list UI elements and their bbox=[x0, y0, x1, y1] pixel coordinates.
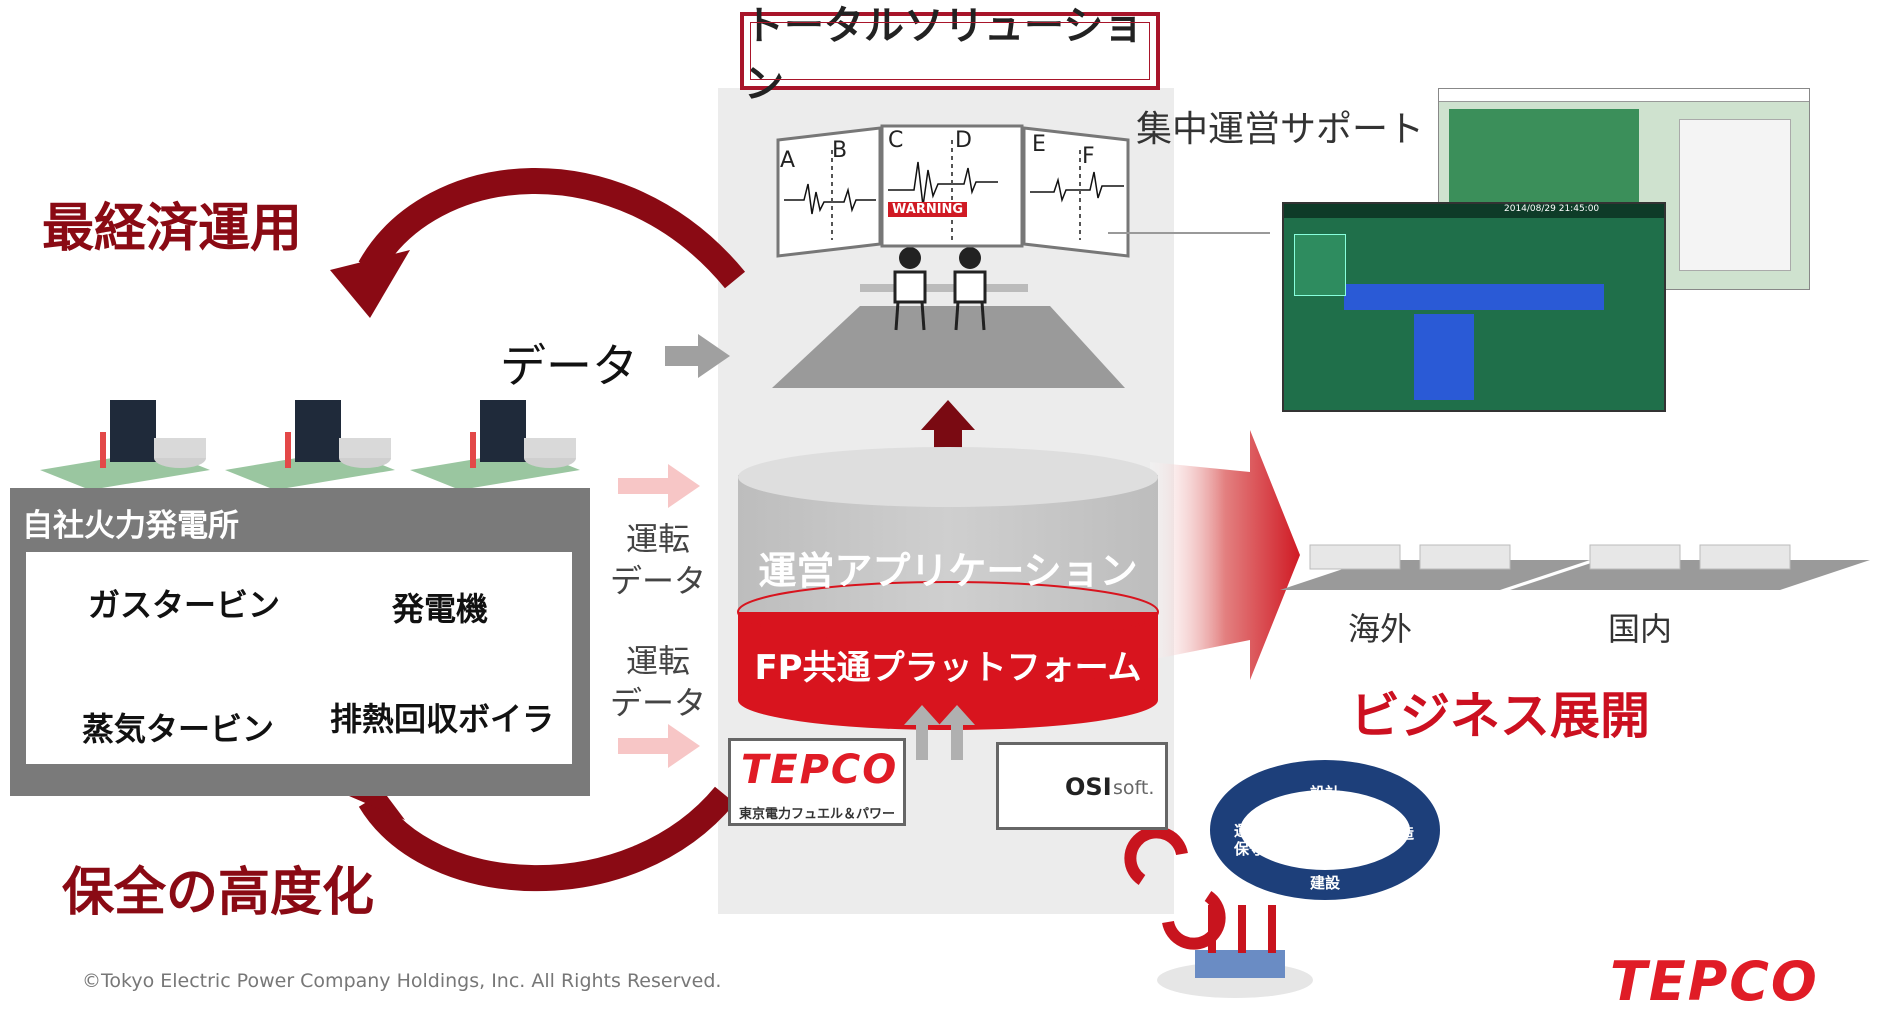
process-panel-left bbox=[1294, 234, 1346, 296]
operation-data-label-1: 運転 データ bbox=[610, 518, 706, 602]
thermal-plant-title: 自社火力発電所 bbox=[22, 508, 239, 544]
plant-icons bbox=[40, 400, 580, 490]
operation-data-arrow-2 bbox=[618, 724, 700, 768]
business-expansion-label: ビジネス展開 bbox=[1350, 687, 1650, 745]
data-label-bottom: データ bbox=[610, 562, 707, 600]
economic-operation-arrow bbox=[358, 168, 746, 289]
process-flow bbox=[1344, 284, 1604, 310]
control-room-floor bbox=[772, 306, 1125, 388]
osi-logo-light: soft. bbox=[1113, 777, 1155, 799]
overseas-label: 海外 bbox=[1348, 610, 1413, 648]
tepco-logo-text: TEPCO bbox=[741, 747, 899, 793]
map-table bbox=[1679, 119, 1791, 271]
osi-logo-bold: OSI bbox=[1065, 773, 1112, 801]
tepco-input-arrow bbox=[904, 705, 940, 760]
economic-operation-label: 最経済運用 bbox=[42, 199, 303, 259]
equipment-area bbox=[26, 552, 572, 764]
warning-badge: WARNING bbox=[888, 202, 968, 217]
operators-icon bbox=[893, 247, 987, 331]
cycle-construction-label: 建設 bbox=[1310, 874, 1341, 892]
map-screen-header bbox=[1439, 89, 1809, 102]
monitor-letter-a: A bbox=[780, 148, 796, 173]
total-solution-label: トータルソリューション bbox=[744, 3, 1144, 107]
operation-application-label: 運営アプリケーション bbox=[758, 549, 1138, 593]
economic-operation-arrowhead bbox=[330, 250, 410, 318]
cylinder-bottom bbox=[738, 670, 1158, 730]
cylinder-divider bbox=[737, 581, 1159, 643]
tepco-fp-subtext: 東京電力フュエル＆パワー bbox=[739, 807, 896, 822]
business-plants bbox=[1280, 544, 1870, 590]
process-screen: 2014/08/29 21:45:00 bbox=[1282, 202, 1666, 412]
generator-label: 発電機 bbox=[392, 590, 489, 628]
process-unit bbox=[1414, 314, 1474, 400]
fp-platform-label: FP共通プラットフォーム bbox=[754, 648, 1142, 688]
data-label: データ bbox=[500, 339, 638, 393]
data-arrow bbox=[665, 334, 730, 378]
lifecycle-cycle bbox=[1124, 760, 1440, 998]
hrsg-label: 排熱回収ボイラ bbox=[330, 700, 555, 738]
monitor-letter-c: C bbox=[888, 128, 904, 153]
monitor-dividers bbox=[831, 140, 1081, 240]
monitor-letter-e: E bbox=[1032, 132, 1046, 157]
waveforms bbox=[784, 161, 1124, 215]
cycle-operation-label: 運用 保守 bbox=[1234, 822, 1265, 858]
maintenance-arrow bbox=[358, 786, 736, 892]
steam-turbine-label: 蒸気タービン bbox=[82, 710, 275, 748]
footer-tepco-logo: TEPCO bbox=[1610, 950, 1819, 1013]
domestic-label: 国内 bbox=[1608, 610, 1673, 648]
monitor-letter-b: B bbox=[832, 138, 848, 163]
maintenance-label: 保全の高度化 bbox=[62, 863, 375, 923]
data-label-bottom: データ bbox=[610, 684, 707, 722]
refresh-icon bbox=[1124, 826, 1226, 950]
process-screen-time: 2014/08/29 21:45:00 bbox=[1504, 204, 1600, 214]
operation-data-label-2: 運転 データ bbox=[610, 640, 706, 724]
monitor-letter-d: D bbox=[955, 128, 972, 153]
central-support-label: 集中運営サポート bbox=[1136, 109, 1425, 150]
operation-label-top: 運転 bbox=[626, 520, 691, 558]
osisoft-logo: OSI soft. bbox=[996, 742, 1168, 830]
business-expansion-arrow bbox=[1150, 430, 1300, 680]
monitor-wall bbox=[776, 124, 1130, 258]
cycle-design-label: 設計 bbox=[1310, 784, 1341, 802]
cylinder-top bbox=[738, 447, 1158, 507]
total-solution-title: トータルソリューション bbox=[740, 3, 1160, 107]
copyright: ©Tokyo Electric Power Company Holdings, … bbox=[82, 970, 722, 992]
osi-input-arrow bbox=[939, 705, 975, 760]
operation-label-top: 運転 bbox=[626, 642, 691, 680]
monitor-letter-f: F bbox=[1082, 144, 1095, 169]
gas-turbine-label: ガスタービン bbox=[88, 586, 281, 624]
operation-data-arrow-1 bbox=[618, 464, 700, 508]
process-screen-header bbox=[1284, 204, 1664, 218]
cycle-manufacture-label: 製造 bbox=[1384, 824, 1415, 842]
tepco-fp-logo: TEPCO 東京電力フュエル＆パワー bbox=[728, 738, 906, 826]
control-desk bbox=[860, 284, 1028, 292]
factory-icon bbox=[1157, 905, 1313, 998]
